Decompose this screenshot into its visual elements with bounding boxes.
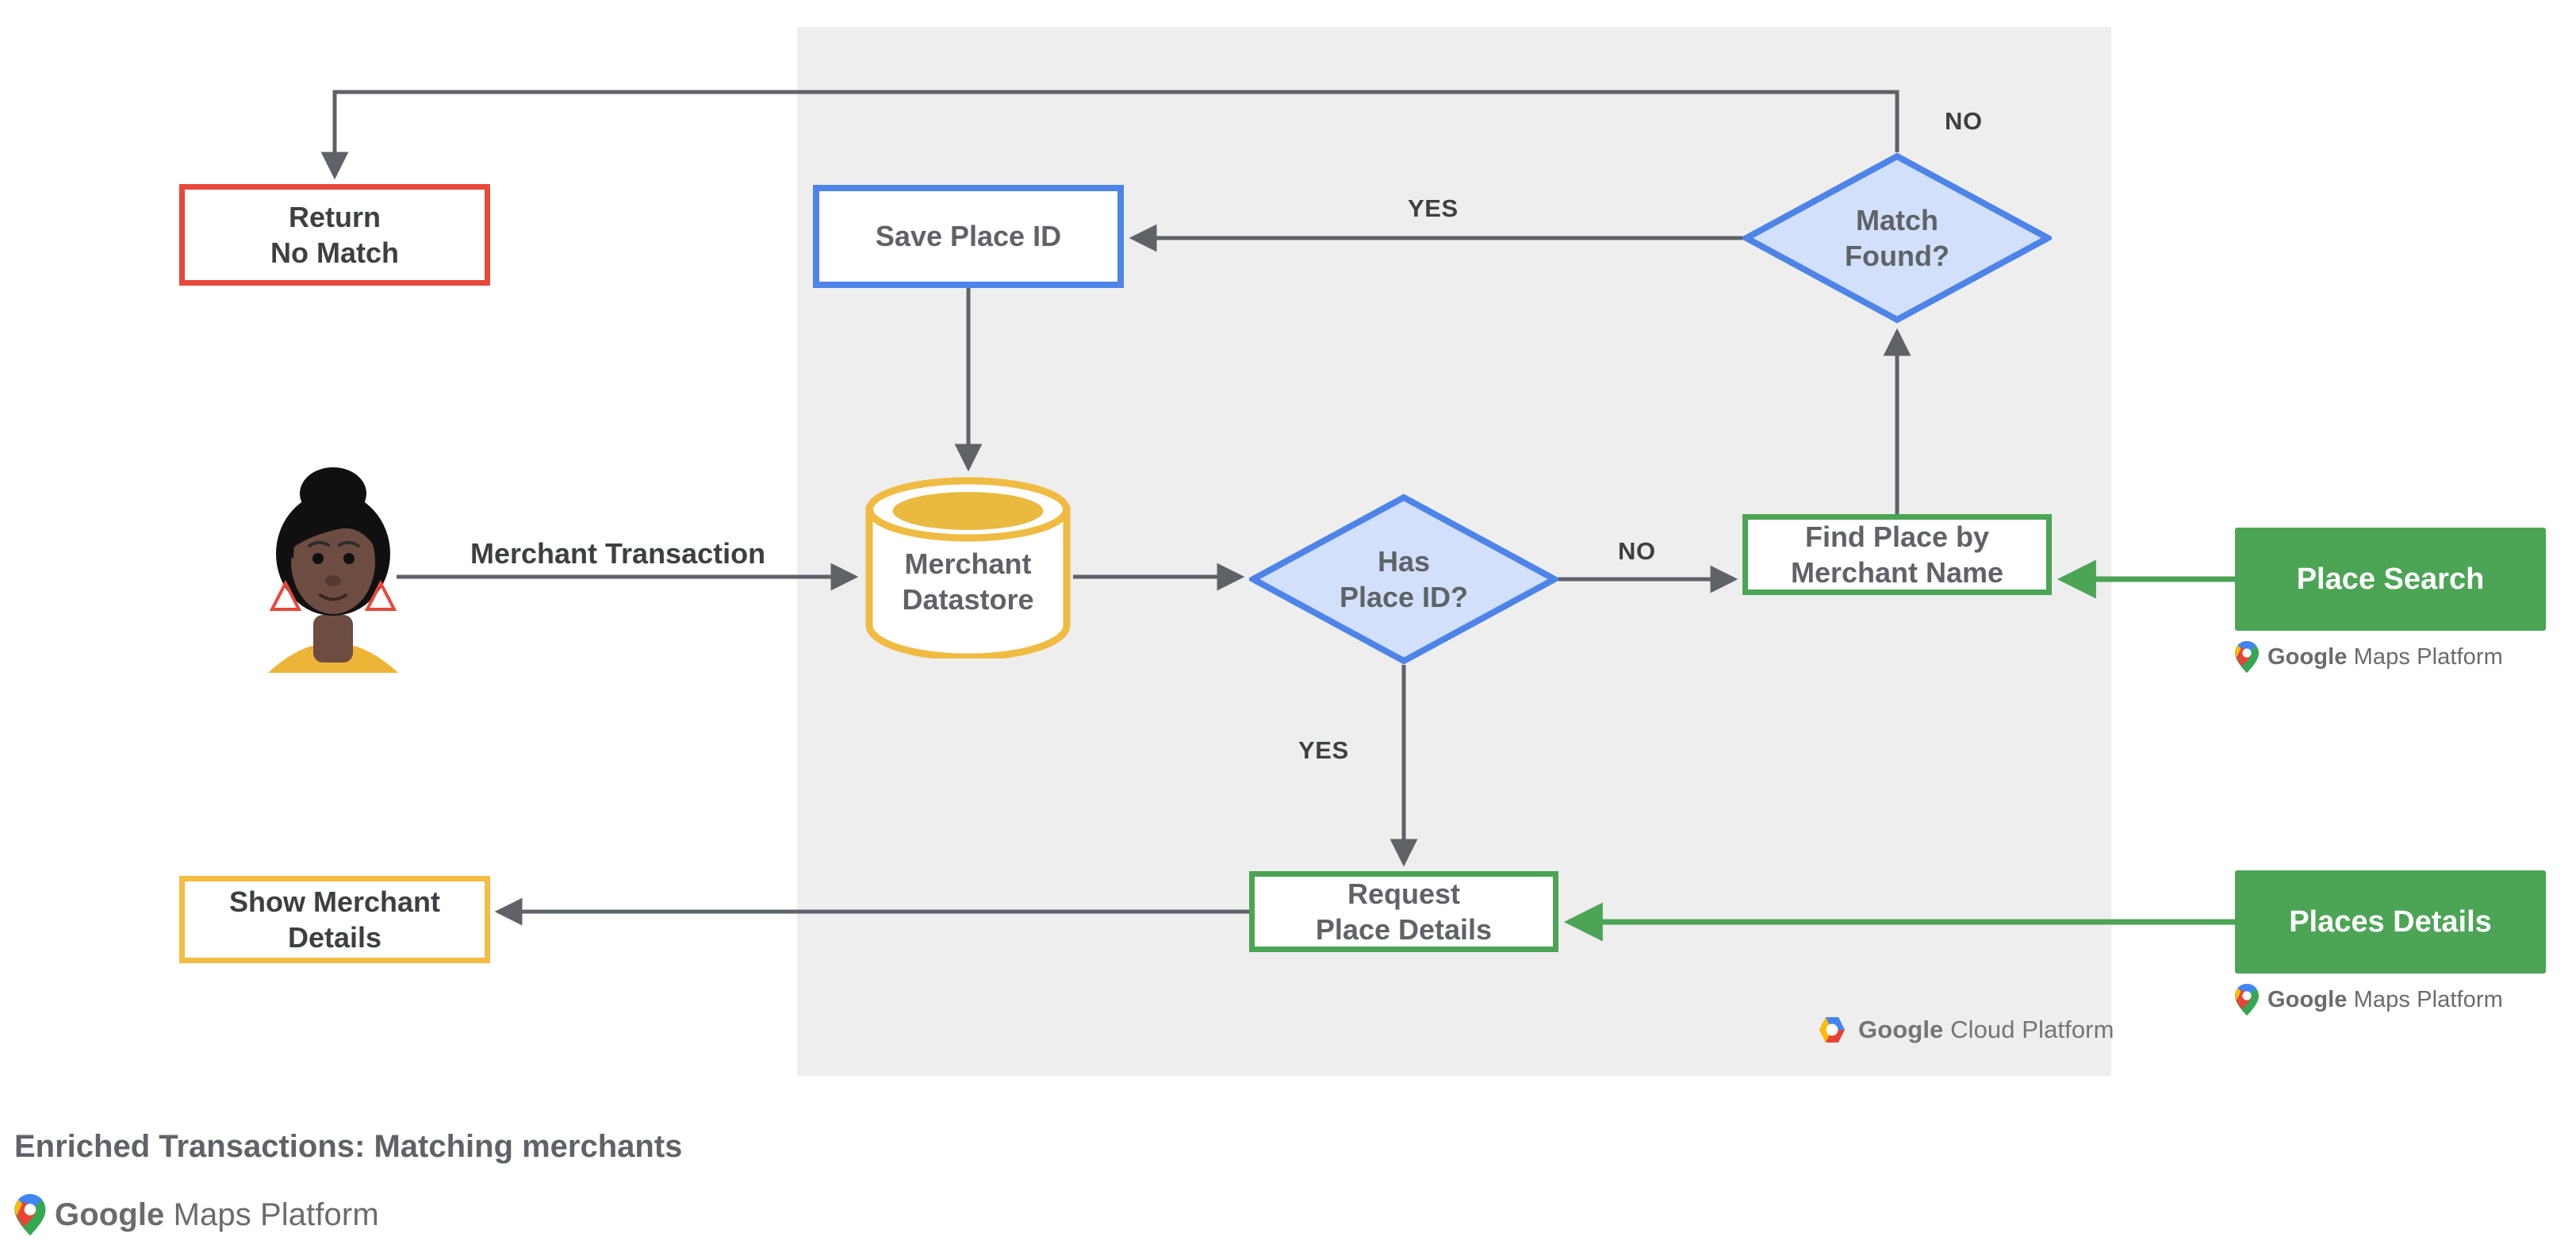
node-find-place-by-merchant-name-label: Find Place by Merchant Name <box>1790 520 2004 589</box>
edge-label-has-place-id-yes: YES <box>1298 736 1349 764</box>
google-maps-platform-attribution-footer: Google Maps Platform <box>14 1194 379 1235</box>
node-find-place-by-merchant-name[interactable]: Find Place by Merchant Name <box>1742 514 2052 595</box>
node-request-place-details[interactable]: Request Place Details <box>1249 871 1558 952</box>
google-maps-pin-icon <box>2235 641 2259 673</box>
merchant-customer-avatar <box>262 460 404 674</box>
google-maps-pin-icon <box>2235 984 2259 1016</box>
google-maps-platform-wordmark: Google Maps Platform <box>2267 986 2503 1012</box>
edge-label-merchant-transaction: Merchant Transaction <box>470 537 766 570</box>
node-return-no-match-label: Return No Match <box>270 200 399 269</box>
node-return-no-match[interactable]: Return No Match <box>179 184 490 286</box>
google-cloud-hexagon-icon <box>1819 1017 1845 1043</box>
node-save-place-id-label: Save Place ID <box>875 220 1062 253</box>
card-place-search-label: Place Search <box>2296 562 2485 596</box>
google-maps-platform-attribution-place-search: Google Maps Platform <box>2235 641 2503 673</box>
google-maps-platform-attribution-places-details: Google Maps Platform <box>2235 984 2503 1016</box>
edge-label-match-found-yes: YES <box>1408 194 1459 222</box>
node-has-place-id[interactable]: Has Place ID? <box>1246 494 1562 665</box>
card-places-details[interactable]: Places Details <box>2235 870 2546 974</box>
node-show-merchant-details[interactable]: Show Merchant Details <box>179 876 490 963</box>
node-has-place-id-label: Has Place ID? <box>1339 544 1469 613</box>
page-title: Enriched Transactions: Matching merchant… <box>14 1129 683 1164</box>
node-match-found[interactable]: Match Found? <box>1739 152 2055 324</box>
card-place-search[interactable]: Place Search <box>2235 528 2546 631</box>
google-maps-pin-icon <box>14 1194 46 1235</box>
edge-label-has-place-id-no: NO <box>1618 537 1656 565</box>
node-show-merchant-details-label: Show Merchant Details <box>228 885 441 954</box>
google-maps-platform-wordmark: Google Maps Platform <box>2267 643 2503 670</box>
node-merchant-datastore-label: Merchant Datastore <box>902 547 1034 616</box>
node-request-place-details-label: Request Place Details <box>1315 877 1493 946</box>
node-merchant-datastore[interactable]: Merchant Datastore <box>863 476 1073 661</box>
node-match-found-label: Match Found? <box>1845 203 1949 272</box>
card-places-details-label: Places Details <box>2289 904 2492 939</box>
google-cloud-platform-wordmark: Google Cloud Platform <box>1858 1016 2114 1043</box>
google-maps-platform-wordmark: Google Maps Platform <box>55 1196 379 1232</box>
google-cloud-platform-attribution: Google Cloud Platform <box>1816 1016 2114 1044</box>
edge-label-match-found-no: NO <box>1945 107 1983 135</box>
node-save-place-id[interactable]: Save Place ID <box>813 185 1124 288</box>
